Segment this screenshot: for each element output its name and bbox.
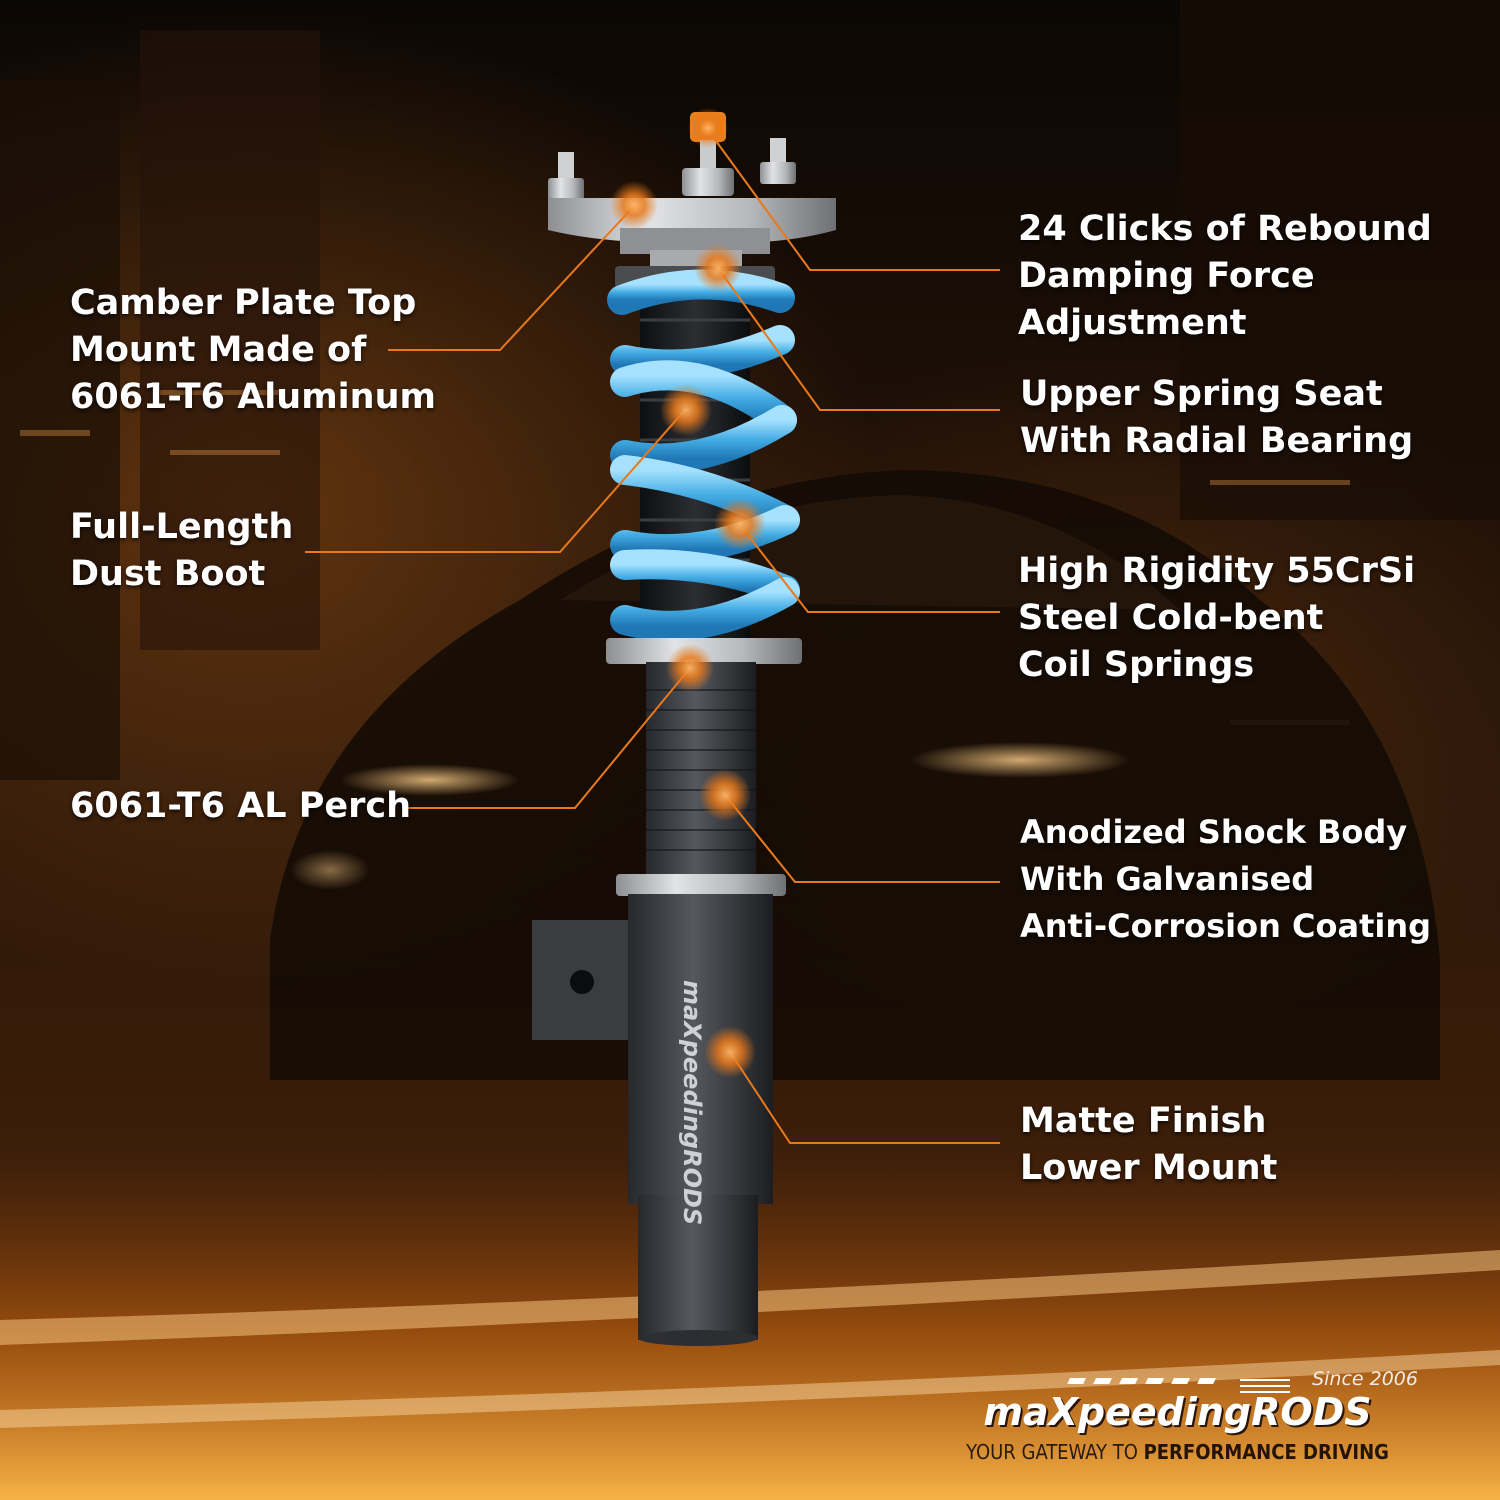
- hotspot-lower-mount: [704, 1026, 756, 1078]
- brand-tagline: YOUR GATEWAY TO PERFORMANCE DRIVING: [930, 1440, 1425, 1464]
- callout-line: Damping Force: [1018, 256, 1315, 296]
- hotspot-perch: [666, 644, 714, 692]
- bottom-tube: [638, 1195, 758, 1340]
- window-light: [170, 450, 280, 455]
- headlight-right: [910, 742, 1130, 778]
- spring-coil: [607, 269, 795, 315]
- callout-line: Coil Springs: [1018, 645, 1255, 685]
- headlight-left: [340, 764, 520, 796]
- callout-line: Dust Boot: [70, 554, 266, 594]
- callout-line: Steel Cold-bent: [1018, 598, 1324, 638]
- callout-line: Anodized Shock Body: [1020, 813, 1408, 851]
- callout-line: Mount Made of: [70, 330, 367, 370]
- callout-rebound: 24 Clicks of Rebound Damping Force Adjus…: [1018, 206, 1432, 347]
- building-mid: [140, 30, 320, 650]
- window-light: [1210, 480, 1350, 485]
- building-right: [1180, 0, 1500, 520]
- spring-coil: [610, 455, 800, 535]
- callout-spring-seat: Upper Spring Seat With Radial Bearing: [1020, 371, 1413, 465]
- adjuster-stem: [700, 140, 716, 172]
- hotspot-coil: [714, 498, 766, 550]
- callout-line: With Radial Bearing: [1020, 421, 1414, 461]
- leader-perch: [402, 667, 691, 809]
- callout-line: 24 Clicks of Rebound: [1018, 209, 1432, 249]
- tagline-light: YOUR GATEWAY TO: [966, 1440, 1144, 1464]
- bottom-cap: [638, 1330, 758, 1346]
- flag-dash: [1145, 1378, 1164, 1384]
- callout-perch: 6061-T6 AL Perch: [70, 783, 411, 830]
- flag-dash: [1093, 1378, 1112, 1384]
- plate-base: [620, 228, 770, 254]
- nut-right: [760, 162, 796, 184]
- callout-line: Full-Length: [70, 507, 294, 547]
- body-print: maXpeedingRODS: [678, 980, 706, 1225]
- flag-dash: [1171, 1378, 1190, 1384]
- spring-coil: [610, 577, 800, 641]
- nut-left: [548, 178, 584, 200]
- bracket-hole: [570, 970, 594, 994]
- spring-coil: [610, 549, 800, 605]
- spring-coil: [610, 360, 797, 435]
- callout-line: Upper Spring Seat: [1020, 374, 1383, 414]
- leader-dust-boot: [305, 409, 686, 553]
- hotspot-shock-body: [699, 769, 751, 821]
- window-light: [160, 390, 280, 395]
- checker-flag-icon: [1067, 1378, 1216, 1384]
- callout-line: Adjustment: [1018, 303, 1247, 343]
- fog-light: [290, 850, 370, 890]
- callout-line: 6061-T6 Aluminum: [70, 377, 436, 417]
- hotspot-spring-seat: [694, 244, 742, 292]
- leader-lines: [305, 129, 1000, 1144]
- center-nut: [682, 168, 734, 196]
- callout-line: Lower Mount: [1020, 1148, 1278, 1188]
- callout-line: Matte Finish: [1020, 1101, 1267, 1141]
- speed-lines: [1240, 1379, 1290, 1393]
- callout-shock-body: Anodized Shock Body With Galvanised Anti…: [1020, 809, 1431, 950]
- flag-dash: [1067, 1378, 1086, 1384]
- lock-ring: [616, 874, 786, 896]
- tagline-bold: PERFORMANCE DRIVING: [1143, 1440, 1389, 1464]
- callout-dust-boot: Full-Length Dust Boot: [70, 504, 293, 598]
- callout-camber-plate: Camber Plate Top Mount Made of 6061-T6 A…: [70, 280, 436, 421]
- window-light: [20, 430, 90, 436]
- callout-line: Anti-Corrosion Coating: [1020, 907, 1432, 945]
- callout-line: With Galvanised: [1020, 860, 1315, 898]
- callout-coil-springs: High Rigidity 55CrSi Steel Cold-bent Coi…: [1018, 548, 1415, 689]
- hotspot-dust-boot: [660, 384, 712, 436]
- leader-lower-mount: [729, 1051, 1000, 1144]
- callout-line: Camber Plate Top: [70, 283, 417, 323]
- leader-spring-seat: [717, 267, 1000, 411]
- hotspot-camber: [610, 181, 658, 229]
- brand-graphics: [1067, 1378, 1290, 1393]
- leader-coil: [739, 524, 1000, 613]
- leader-camber: [388, 204, 636, 351]
- callout-line: 6061-T6 AL Perch: [70, 786, 412, 826]
- flag-dash: [1119, 1378, 1138, 1384]
- hotspots: [610, 108, 766, 1078]
- callout-lower-mount: Matte Finish Lower Mount: [1020, 1098, 1277, 1192]
- hotspot-rebound: [688, 108, 728, 148]
- building-left: [0, 80, 120, 780]
- leader-shock-body: [724, 794, 1000, 883]
- threaded-body: [646, 662, 756, 880]
- flag-dash: [1197, 1378, 1216, 1384]
- leader-rebound: [707, 129, 1000, 271]
- callout-line: High Rigidity 55CrSi: [1018, 551, 1416, 591]
- brand-logo: Since 2006 maXpeedingRODS YOUR GATEWAY T…: [930, 1368, 1430, 1478]
- logo-wordmark: maXpeedingRODS: [983, 1390, 1372, 1434]
- road-streak: [0, 1350, 1500, 1428]
- since-label: Since 2006: [1312, 1368, 1418, 1390]
